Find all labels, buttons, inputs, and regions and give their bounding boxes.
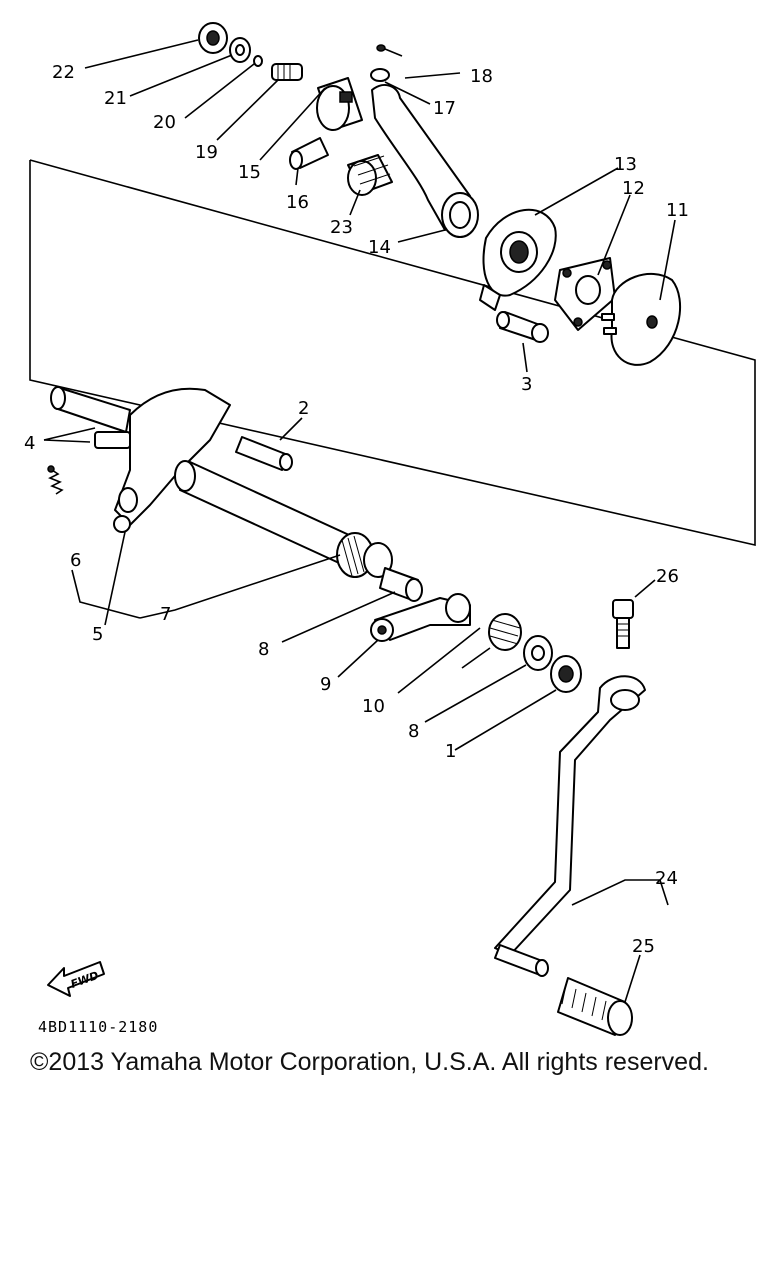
label-8-lower: 8	[408, 721, 419, 742]
part-25-rubber	[557, 977, 633, 1036]
label-2: 2	[298, 398, 309, 419]
part-11-cam-plate	[601, 272, 682, 366]
part-20-washer	[253, 55, 263, 67]
label-24: 24	[655, 868, 678, 889]
label-7: 7	[160, 604, 171, 625]
part-18-cotter-pin	[376, 44, 403, 57]
part-17-washer	[370, 68, 390, 82]
part-7-shaft	[174, 460, 393, 578]
label-12: 12	[622, 178, 645, 199]
part-19-pin	[271, 63, 303, 81]
part-8-collar	[379, 567, 423, 602]
label-16: 16	[286, 192, 309, 213]
label-17: 17	[433, 98, 456, 119]
part-1-bushing	[550, 655, 582, 693]
label-19: 19	[195, 142, 218, 163]
part-3-pin	[496, 311, 549, 343]
part-14-shift-arm	[371, 83, 479, 238]
part-labels: 22 21 20 19 15 16 23 18 17 14 13 12 11 3…	[24, 62, 689, 957]
drawing-code: 4BD1110-2180	[38, 1018, 158, 1036]
label-8-upper: 8	[258, 639, 269, 660]
label-21: 21	[104, 88, 127, 109]
front-direction-arrow-icon: FWD	[47, 961, 105, 997]
label-20: 20	[153, 112, 176, 133]
label-10: 10	[362, 696, 385, 717]
part-16-pin	[289, 137, 329, 170]
copyright-notice: ©2013 Yamaha Motor Corporation, U.S.A. A…	[30, 1048, 709, 1076]
part-23-spring	[347, 154, 393, 196]
label-18: 18	[470, 66, 493, 87]
part-12-triangle-plate	[554, 257, 616, 331]
label-25: 25	[632, 936, 655, 957]
part-6-spring	[47, 465, 64, 495]
label-22: 22	[52, 62, 75, 83]
label-3: 3	[521, 374, 532, 395]
label-9: 9	[320, 674, 331, 695]
part-15-joint	[316, 77, 363, 131]
label-15: 15	[238, 162, 261, 183]
part-4-shift-shaft-assembly	[50, 386, 231, 533]
part-24-shift-pedal	[494, 675, 646, 977]
part-10-spring	[461, 613, 522, 669]
part-8-washer	[523, 635, 553, 671]
label-6: 6	[70, 550, 81, 571]
label-5: 5	[92, 624, 103, 645]
label-14: 14	[368, 237, 391, 258]
part-13-plate	[479, 208, 557, 311]
part-2-pin	[235, 436, 293, 471]
part-21-washer	[229, 37, 251, 63]
label-26: 26	[656, 566, 679, 587]
part-26-bolt	[612, 599, 634, 649]
label-11: 11	[666, 200, 689, 221]
label-4: 4	[24, 433, 35, 454]
label-23: 23	[330, 217, 353, 238]
part-9-lever	[370, 593, 471, 642]
label-13: 13	[614, 154, 637, 175]
leader-lines	[43, 39, 676, 1003]
part-22-nut	[198, 22, 228, 54]
label-1: 1	[445, 741, 456, 762]
